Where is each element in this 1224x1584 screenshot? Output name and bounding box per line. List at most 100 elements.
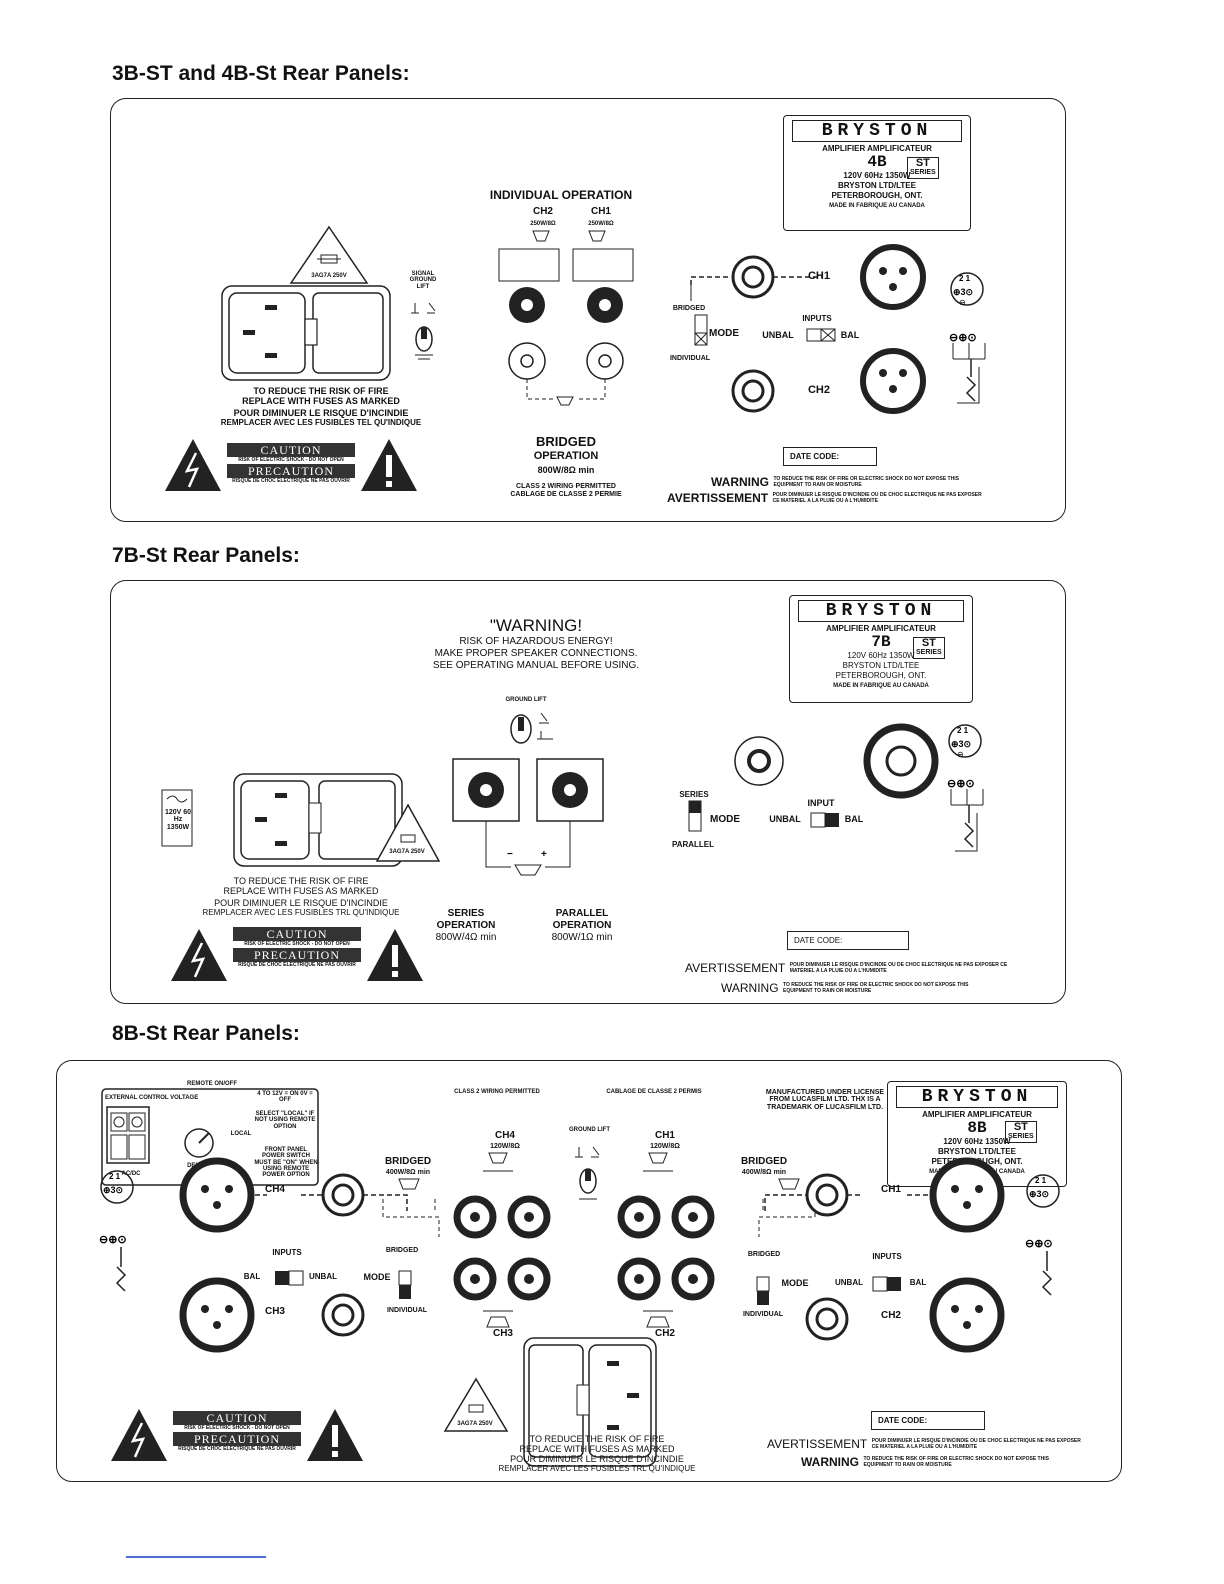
heading-7b: 7B-St Rear Panels: — [112, 544, 300, 567]
speaker-terminals: − + — [452, 758, 604, 876]
caution-title: CAUTION — [227, 443, 355, 457]
warning-label: WARNING — [721, 980, 779, 995]
rear-panel-7b: "WARNING! RISK OF HAZARDOUS ENERGY! MAKE… — [110, 580, 1066, 1004]
svg-text:⊖⊕⊙: ⊖⊕⊙ — [99, 1234, 127, 1246]
input-connectors — [688, 723, 939, 832]
heading-8b: 8B-St Rear Panels: — [112, 1022, 300, 1045]
bridged-right-title: BRIDGED — [740, 1156, 788, 1167]
fuse-text-fr-2: REMPLACER AVEC LES FUSIBLES TRL QU'INDIQ… — [498, 1464, 696, 1473]
avert-text: POUR DIMINUER LE RISQUE D'INCINDIE OU DE… — [789, 961, 1008, 974]
fuse-text-fr-1: POUR DIMINUER LE RISQUE D'INCINDIE — [233, 408, 409, 418]
bryston-logo-plate-4b: BRYSTON AMPLIFIER AMPLIFICATEUR 4B 120V … — [783, 115, 971, 231]
ch1-top-label: CH1 — [590, 206, 611, 217]
inputs-label: INPUTS — [802, 314, 832, 323]
fuse-text-fr-1: POUR DIMINUER LE RISQUE D'INCINDIE — [214, 898, 388, 908]
amp-label: AMPLIFIER AMPLIFICATEUR — [822, 144, 932, 153]
date-code-box: DATE CODE: — [871, 1411, 985, 1430]
fuse-rating: 3AG7A 250V — [311, 273, 347, 279]
fuse-text-fr-2: REMPLACER AVEC LES FUSIBLES TEL QU'INDIQ… — [220, 418, 422, 427]
svg-text:⊖⊕⊙: ⊖⊕⊙ — [947, 778, 975, 790]
speaker-binding-posts — [453, 1152, 715, 1328]
warning-label: WARNING — [711, 474, 769, 489]
fuse-warning-triangle-icon — [443, 1377, 509, 1432]
ground-lift-switch[interactable] — [409, 299, 439, 369]
maker: BRYSTON LTD/LTEE — [842, 661, 920, 670]
caution-sub: RISK OF ELECTRIC SHOCK - DO NOT OPEN — [238, 457, 344, 463]
ground-lift-switch[interactable] — [573, 1145, 603, 1211]
parallel-operation: OPERATION — [552, 920, 612, 931]
mode-label[interactable]: MODE — [709, 328, 739, 339]
warning-block: WARNING TO REDUCE THE RISK OF FIRE OR EL… — [711, 473, 973, 491]
power-spec: 120V 60Hz 1350W — [943, 1137, 1011, 1146]
caution-label: CAUTION RISK OF ELECTRIC SHOCK - DO NOT … — [227, 443, 355, 485]
fuse-text-en-1: TO REDUCE THE RISK OF FIRE — [233, 876, 369, 886]
brand-name: BRYSTON — [798, 600, 964, 622]
bridged-right-mode-label: BRIDGED — [747, 1251, 781, 1258]
ch1-top-label: CH1 — [654, 1130, 675, 1141]
bal-label[interactable]: BAL — [844, 814, 864, 824]
hazard-warning-l2: MAKE PROPER SPEAKER CONNECTIONS. — [434, 648, 638, 659]
st-text: ST — [915, 157, 930, 169]
bridged-left-rating: 400W/8Ω min — [385, 1169, 431, 1176]
precaution-title: PRECAUTION — [227, 464, 355, 478]
series-mode-label: SERIES — [679, 790, 709, 799]
fuse-text-en-1: TO REDUCE THE RISK OF FIRE — [253, 386, 389, 396]
svg-text:2 1: 2 1 — [959, 274, 971, 283]
bal-left-label[interactable]: BAL — [243, 1272, 261, 1281]
parallel-rating: 800W/1Ω min — [551, 932, 613, 943]
ground-lift-switch[interactable] — [507, 709, 577, 749]
svg-text:⊕3⊙: ⊕3⊙ — [953, 287, 973, 297]
bridged-title: BRIDGED — [536, 434, 596, 449]
individual-operation-title: INDIVIDUAL OPERATION — [489, 188, 633, 202]
date-code-box: DATE CODE: — [783, 447, 877, 466]
shock-hazard-icon — [111, 1409, 167, 1461]
precaution-title: PRECAUTION — [233, 948, 361, 962]
rear-panel-8b: REMOTE ON/OFF EXTERNAL CONTROL VOLTAGE 4… — [56, 1060, 1122, 1482]
series-text: SERIES — [1008, 1133, 1034, 1140]
svg-text:−: − — [507, 849, 513, 860]
mode-label[interactable]: MODE — [710, 814, 740, 825]
hazard-warning-l3: SEE OPERATING MANUAL BEFORE USING. — [432, 660, 640, 671]
avertissement-label: AVERTISSEMENT — [667, 490, 769, 505]
mode-right-label[interactable]: MODE — [781, 1278, 809, 1288]
bal-label[interactable]: BAL — [840, 330, 860, 340]
heading-3b-4b: 3B-ST and 4B-St Rear Panels: — [112, 62, 410, 85]
model-name: 8B — [967, 1119, 987, 1137]
ch2-bottom-label: CH2 — [654, 1328, 675, 1339]
xlr-pin-diagram-icon: 2 1 ⊕3⊙ ⊖ ⊖⊕⊙ — [949, 272, 986, 404]
warning-block: WARNING TO REDUCE THE RISK OF FIRE OR EL… — [721, 979, 983, 997]
class2-fr: CABLAGE DE CLASSE 2 PERMIE — [510, 491, 622, 498]
svg-text:⊖⊕⊙: ⊖⊕⊙ — [949, 332, 977, 344]
warning-text: TO REDUCE THE RISK OF FIRE OR ELECTRIC S… — [783, 981, 969, 994]
warning-text: TO REDUCE THE RISK OF FIRE OR ELECTRIC S… — [863, 1455, 1049, 1468]
ch3-bottom-label: CH3 — [492, 1328, 513, 1339]
unbal-left-label[interactable]: UNBAL — [309, 1272, 337, 1281]
ac-inlet — [221, 285, 391, 381]
warning-block: WARNING TO REDUCE THE RISK OF FIRE OR EL… — [801, 1453, 1053, 1471]
unbal-right-label[interactable]: UNBAL — [835, 1278, 863, 1287]
individual-mode-label: INDIVIDUAL — [669, 355, 711, 362]
ch4-input-label: CH4 — [264, 1184, 285, 1195]
caution-sub: RISK OF ELECTRIC SHOCK - DO NOT OPEN — [184, 1425, 290, 1431]
caution-sub: RISK OF ELECTRIC SHOCK - DO NOT OPEN — [244, 941, 350, 947]
unbal-label[interactable]: UNBAL — [762, 330, 794, 340]
exclamation-warning-icon — [307, 1409, 363, 1461]
fuse-rating: 3AG7A 250V — [457, 1421, 493, 1427]
unbal-label[interactable]: UNBAL — [769, 814, 801, 824]
xlr-pin-diagram-icon: 2 1 ⊕3⊙ ⊖ ⊖⊕⊙ — [947, 724, 984, 852]
mode-left-label[interactable]: MODE — [363, 1272, 391, 1282]
class2-en: CLASS 2 WIRING PERMITTED — [454, 1089, 540, 1095]
ac-rating-label: 120V 60 Hz 1350W — [164, 809, 192, 831]
power-spec: 120V 60Hz 1350W — [847, 651, 915, 660]
precaution-sub: RISQUE DE CHOC ELECTRIQUE NE PAS OUVRIR — [178, 1446, 296, 1452]
bridged-left-mode-label: BRIDGED — [385, 1247, 419, 1254]
xlr-pin-diagram-left-icon: 2 1 ⊕3⊙ ⊖⊕⊙ — [99, 1170, 134, 1292]
fuse-warning-triangle-icon — [375, 803, 441, 862]
bal-right-label[interactable]: BAL — [909, 1278, 927, 1287]
fuse-text-fr-2: REMPLACER AVEC LES FUSIBLES TRL QU'INDIQ… — [202, 908, 400, 917]
city: PETERBOROUGH, ONT. — [835, 671, 927, 680]
left-input-connectors — [179, 1157, 412, 1353]
